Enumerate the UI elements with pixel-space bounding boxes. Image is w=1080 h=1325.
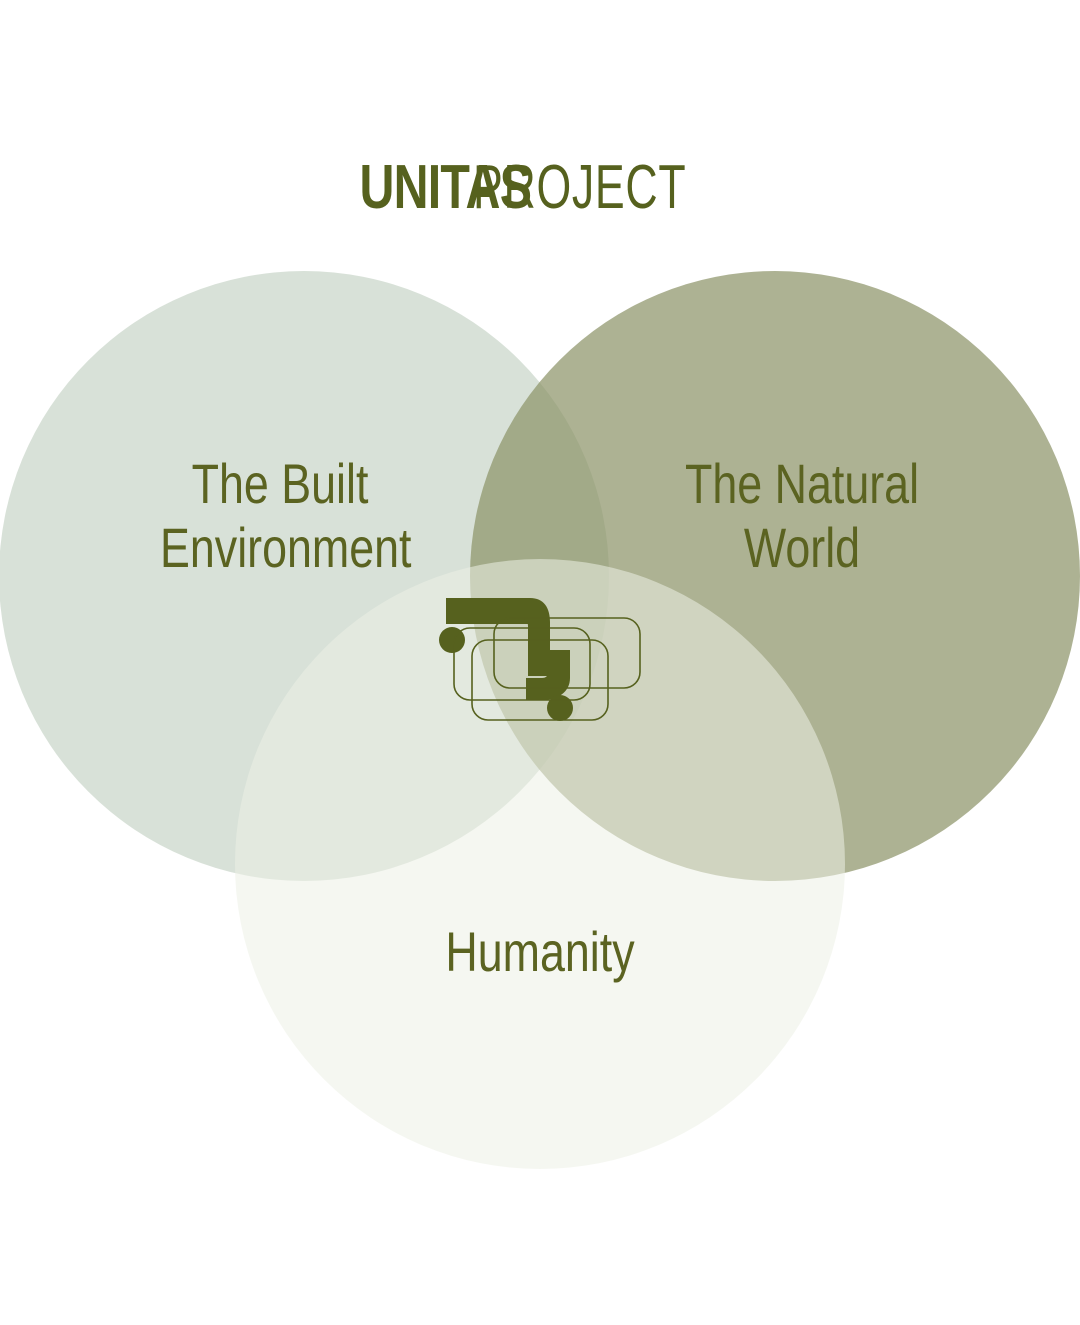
label-humanity: Humanity [390,920,690,984]
label-natural-line1: The Natural [684,452,920,515]
label-humanity-line1: Humanity [445,920,635,983]
circle-humanity [235,559,845,1169]
label-built-environment: The Built Environment [130,452,430,580]
label-built-line2: Environment [160,516,412,579]
label-natural-world: The Natural World [652,452,952,580]
label-built-line1: The Built [191,452,369,515]
label-natural-line2: World [743,516,861,579]
unitas-monogram-icon [439,598,641,721]
brand-title: UNITASPROJECT [0,148,1080,228]
brand-secondary: PROJECT [472,153,687,222]
brand-primary: UNITAS [359,153,532,222]
